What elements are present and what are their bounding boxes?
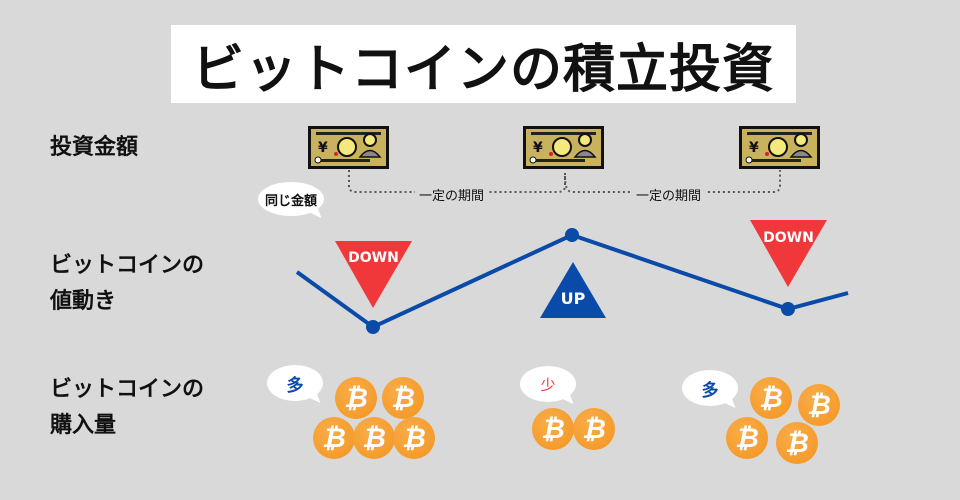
period-connector-2 xyxy=(564,170,781,193)
row-label-price-line1: ビットコインの xyxy=(50,253,205,278)
down-label-2: DOWN xyxy=(763,230,814,246)
many-bubble: 多 xyxy=(267,365,323,401)
period-connectors xyxy=(348,170,781,193)
row-label-amount: ビットコインの 購入量 xyxy=(50,372,204,444)
row-label-price: ビットコインの 値動き xyxy=(50,248,204,320)
bitcoin-icon: ₿ xyxy=(393,417,435,459)
up-label: UP xyxy=(560,289,586,308)
bitcoin-icon: ₿ xyxy=(335,377,377,419)
up-triangle xyxy=(540,262,606,318)
row-label-amount-line2: 購入量 xyxy=(50,413,117,438)
bitcoin-icon: ₿ xyxy=(382,377,424,419)
row-label-price-line2: 値動き xyxy=(50,289,117,314)
bitcoin-icon: ₿ xyxy=(798,384,840,426)
banknote-icon xyxy=(308,126,389,169)
bitcoin-icon: ₿ xyxy=(532,408,574,450)
page-title: ビットコインの積立投資 xyxy=(171,25,796,103)
period-label-1: 一定の期間 xyxy=(415,185,489,204)
bitcoin-icon: ₿ xyxy=(750,377,792,419)
bitcoin-icon: ₿ xyxy=(313,417,355,459)
price-point xyxy=(781,302,795,316)
row-label-investment: 投資金額 xyxy=(50,135,139,160)
bitcoin-icon: ₿ xyxy=(353,417,395,459)
bitcoin-icon: ₿ xyxy=(776,422,818,464)
price-point xyxy=(366,320,380,334)
row-label-amount-line1: ビットコインの xyxy=(50,377,205,402)
banknote-icon xyxy=(523,126,604,169)
price-point xyxy=(565,228,579,242)
many-bubble: 多 xyxy=(682,370,738,406)
banknote-icon xyxy=(739,126,820,169)
period-label-2: 一定の期間 xyxy=(632,185,706,204)
down-triangle-2 xyxy=(750,220,827,287)
down-label-1: DOWN xyxy=(348,250,399,266)
period-connector-1 xyxy=(348,170,566,193)
bitcoin-icon: ₿ xyxy=(726,417,768,459)
same-amount-bubble: 同じ金額 xyxy=(258,182,324,216)
few-bubble: 少 xyxy=(520,366,576,402)
bitcoin-icon: ₿ xyxy=(573,408,615,450)
down-triangle-1 xyxy=(335,241,412,308)
